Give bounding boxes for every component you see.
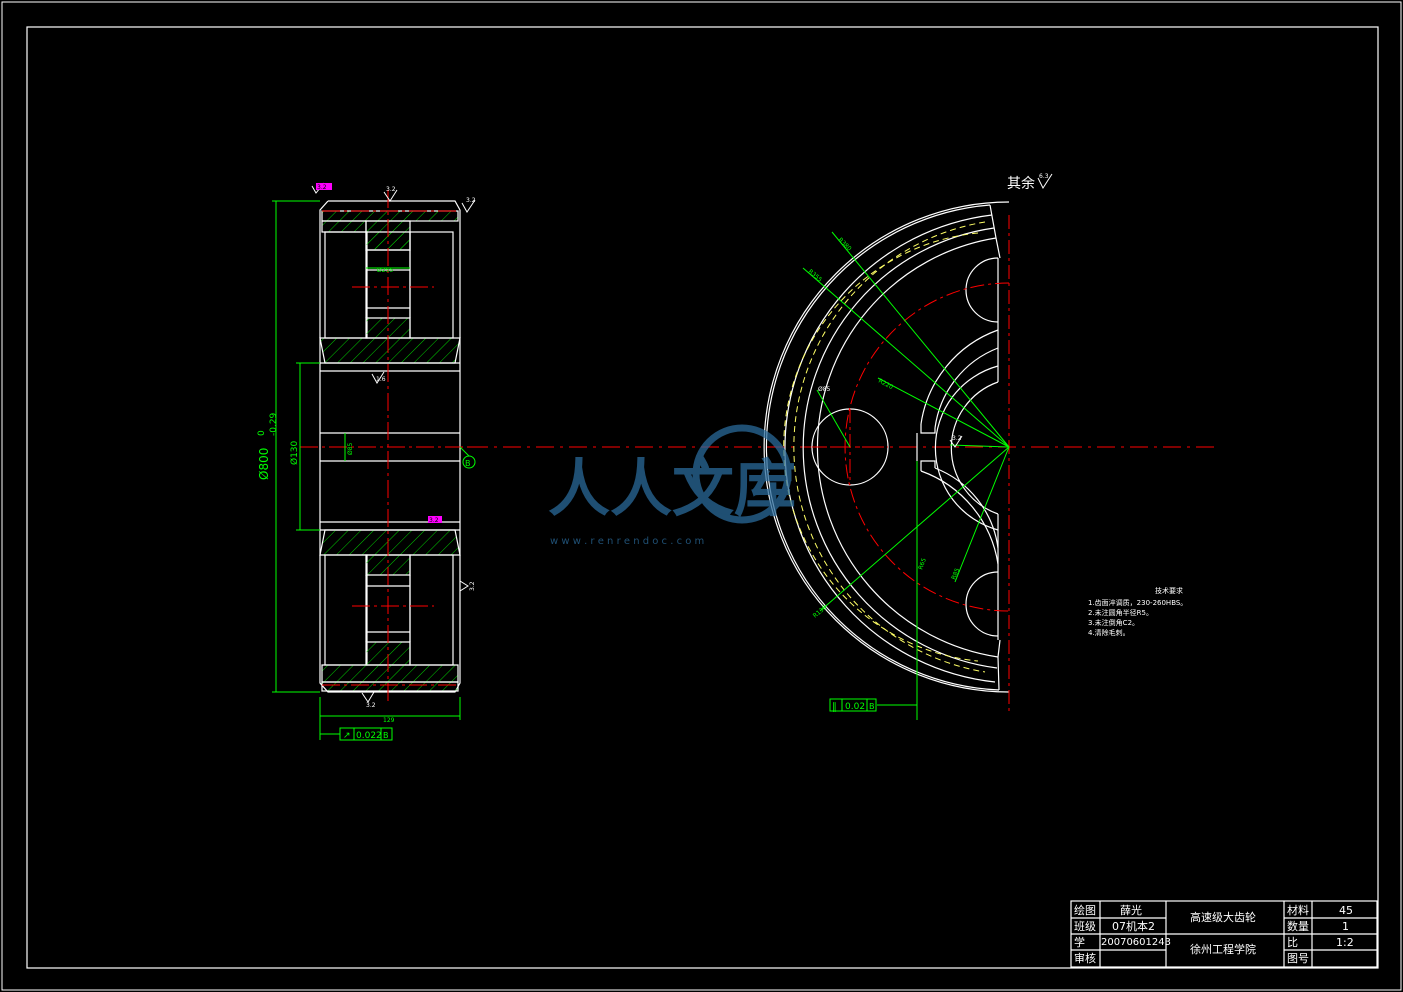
drawn-value: 薛光 (1120, 903, 1142, 917)
r6-text: R65 (917, 557, 928, 571)
keyway-finish-symbol (949, 435, 963, 448)
width-text: 129 (383, 717, 395, 724)
finish-mid-right: 3.2 (429, 517, 439, 524)
outer-diameter-upper: 0 (257, 430, 267, 436)
finish-top-right: 3.2 (466, 197, 476, 204)
left-dimensions (272, 200, 476, 741)
tech-requirements: 技术要求 1.齿面淬调质，230-260HBS。 2.未注圆角半径R5。 3.未… (1088, 586, 1187, 637)
rest-finish-symbol (1037, 173, 1053, 190)
left-dimension-texts: Ø800 0 -0.29 Ø130 Ø85 Ø255 129 0.022 B B (257, 267, 471, 741)
drawing-no-label: 图号 (1287, 952, 1309, 965)
outer-diameter-text: Ø800 (257, 448, 271, 480)
part-name: 高速级大齿轮 (1190, 910, 1256, 924)
hole-text-right: Ø85 (818, 386, 831, 393)
drawn-label: 绘图 (1074, 903, 1096, 917)
rest-finish-value: 6.3 (1039, 173, 1049, 180)
review-label: 审核 (1074, 951, 1096, 965)
material-label: 材料 (1287, 903, 1309, 917)
id-label: 学 (1074, 935, 1085, 949)
finish-side: 3.2 (469, 581, 476, 591)
id-value: 20070601243 (1101, 937, 1171, 948)
finish-top-left: 3.2 (317, 184, 327, 191)
quantity-label: 数量 (1287, 920, 1309, 933)
watermark-url: w w w . r e n r e n d o c . c o m (550, 536, 704, 547)
finish-top-center: 3.2 (386, 186, 396, 193)
left-section-view (319, 200, 461, 693)
right-dimensions (802, 231, 1010, 720)
tech-title: 技术要求 (1155, 586, 1183, 595)
class-label: 班级 (1074, 920, 1096, 933)
r3-text: R220 (877, 378, 894, 392)
finish-keyway: 3.2 (952, 435, 962, 442)
finish-bore: 1.6 (376, 376, 386, 383)
parallel-icon: ∥ (832, 702, 837, 713)
quantity-value: 1 (1342, 920, 1349, 933)
parallel-value: 0.02 (845, 702, 865, 712)
runout-arrow-icon: ↗ (343, 731, 351, 741)
datum-b-label: B (465, 459, 471, 468)
r2-text: R355 (807, 268, 824, 284)
watermark-text: 人人文库 (548, 452, 796, 525)
hole-text: Ø255 (377, 267, 393, 274)
title-block-texts: 绘图 薛光 班级 07机本2 学 20070601243 审核 高速级大齿轮 徐… (1074, 903, 1354, 965)
tech-item-4: 4.清除毛刺。 (1088, 628, 1130, 637)
scale-value: 1:2 (1336, 936, 1354, 949)
tech-item-1: 1.齿面淬调质，230-260HBS。 (1088, 598, 1187, 607)
material-value: 45 (1339, 904, 1353, 917)
parallel-datum: B (869, 702, 875, 711)
watermark: 人人文库 w w w . r e n r e n d o c . c o m (548, 424, 796, 547)
finish-bottom: 3.2 (366, 702, 376, 709)
r1-text: R380 (837, 236, 853, 252)
left-finish-symbols (311, 182, 476, 703)
tech-item-3: 3.未注倒角C2。 (1088, 618, 1139, 627)
right-hidden-lines (783, 221, 986, 673)
scale-label: 比 (1287, 936, 1298, 949)
left-centerlines (300, 190, 470, 705)
outer-diameter-lower: -0.29 (269, 412, 279, 436)
rest-finish-label: 其余 (1007, 175, 1035, 192)
right-centerlines (812, 215, 1010, 715)
inner-border (26, 26, 1379, 969)
school-name: 徐州工程学院 (1190, 942, 1256, 956)
runout-value: 0.022 (356, 731, 382, 741)
bore-text: Ø85 (347, 442, 354, 455)
runout-datum: B (383, 731, 389, 740)
tech-item-2: 2.未注圆角半径R5。 (1088, 608, 1153, 617)
class-value: 07机本2 (1112, 919, 1155, 933)
hub-diameter-text: Ø130 (289, 440, 300, 465)
r5-text: R85 (950, 567, 961, 581)
title-block (1070, 900, 1378, 968)
left-finish-texts: 3.2 3.2 3.2 3.2 1.6 3.2 3.2 (316, 183, 476, 709)
